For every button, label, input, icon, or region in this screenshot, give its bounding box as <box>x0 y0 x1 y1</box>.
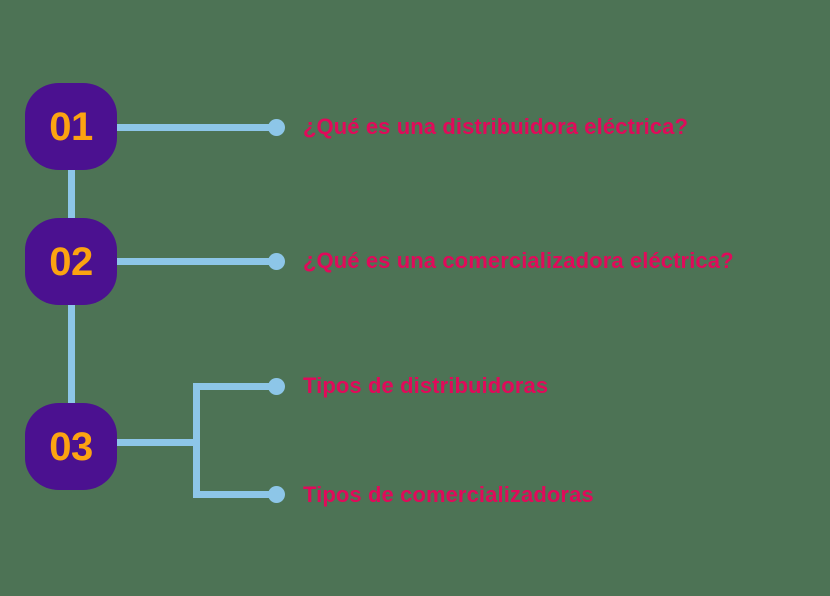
node-02[interactable]: 02 <box>25 218 117 305</box>
connector-trunk-node1-node2 <box>68 164 75 224</box>
connector-stub-node3 <box>115 439 200 446</box>
endpoint-dot-topic-2 <box>268 253 285 270</box>
endpoint-dot-topic-4 <box>268 486 285 503</box>
connector-arm-topic-2 <box>115 258 278 265</box>
endpoint-dot-topic-1 <box>268 119 285 136</box>
connector-riser-node3 <box>193 387 200 498</box>
topic-label-distribuidora-definicion: ¿Qué es una distribuidora eléctrica? <box>303 114 689 139</box>
connector-trunk-node2-node3 <box>68 299 75 409</box>
node-02-number: 02 <box>49 239 93 284</box>
node-01-number: 01 <box>49 104 93 149</box>
endpoint-dot-topic-3 <box>268 378 285 395</box>
node-03-number: 03 <box>49 424 93 469</box>
node-03[interactable]: 03 <box>25 403 117 490</box>
connector-arm-topic-3 <box>193 383 278 390</box>
topic-label-tipos-comercializadoras: Tipos de comercializadoras <box>303 482 594 507</box>
topic-label-comercializadora-definicion: ¿Qué es una comercializadora eléctrica? <box>303 248 734 273</box>
connector-arm-topic-1 <box>115 124 278 131</box>
node-01[interactable]: 01 <box>25 83 117 170</box>
topic-label-tipos-distribuidoras: Tipos de distribuidoras <box>303 373 549 398</box>
connector-arm-topic-4 <box>193 491 278 498</box>
